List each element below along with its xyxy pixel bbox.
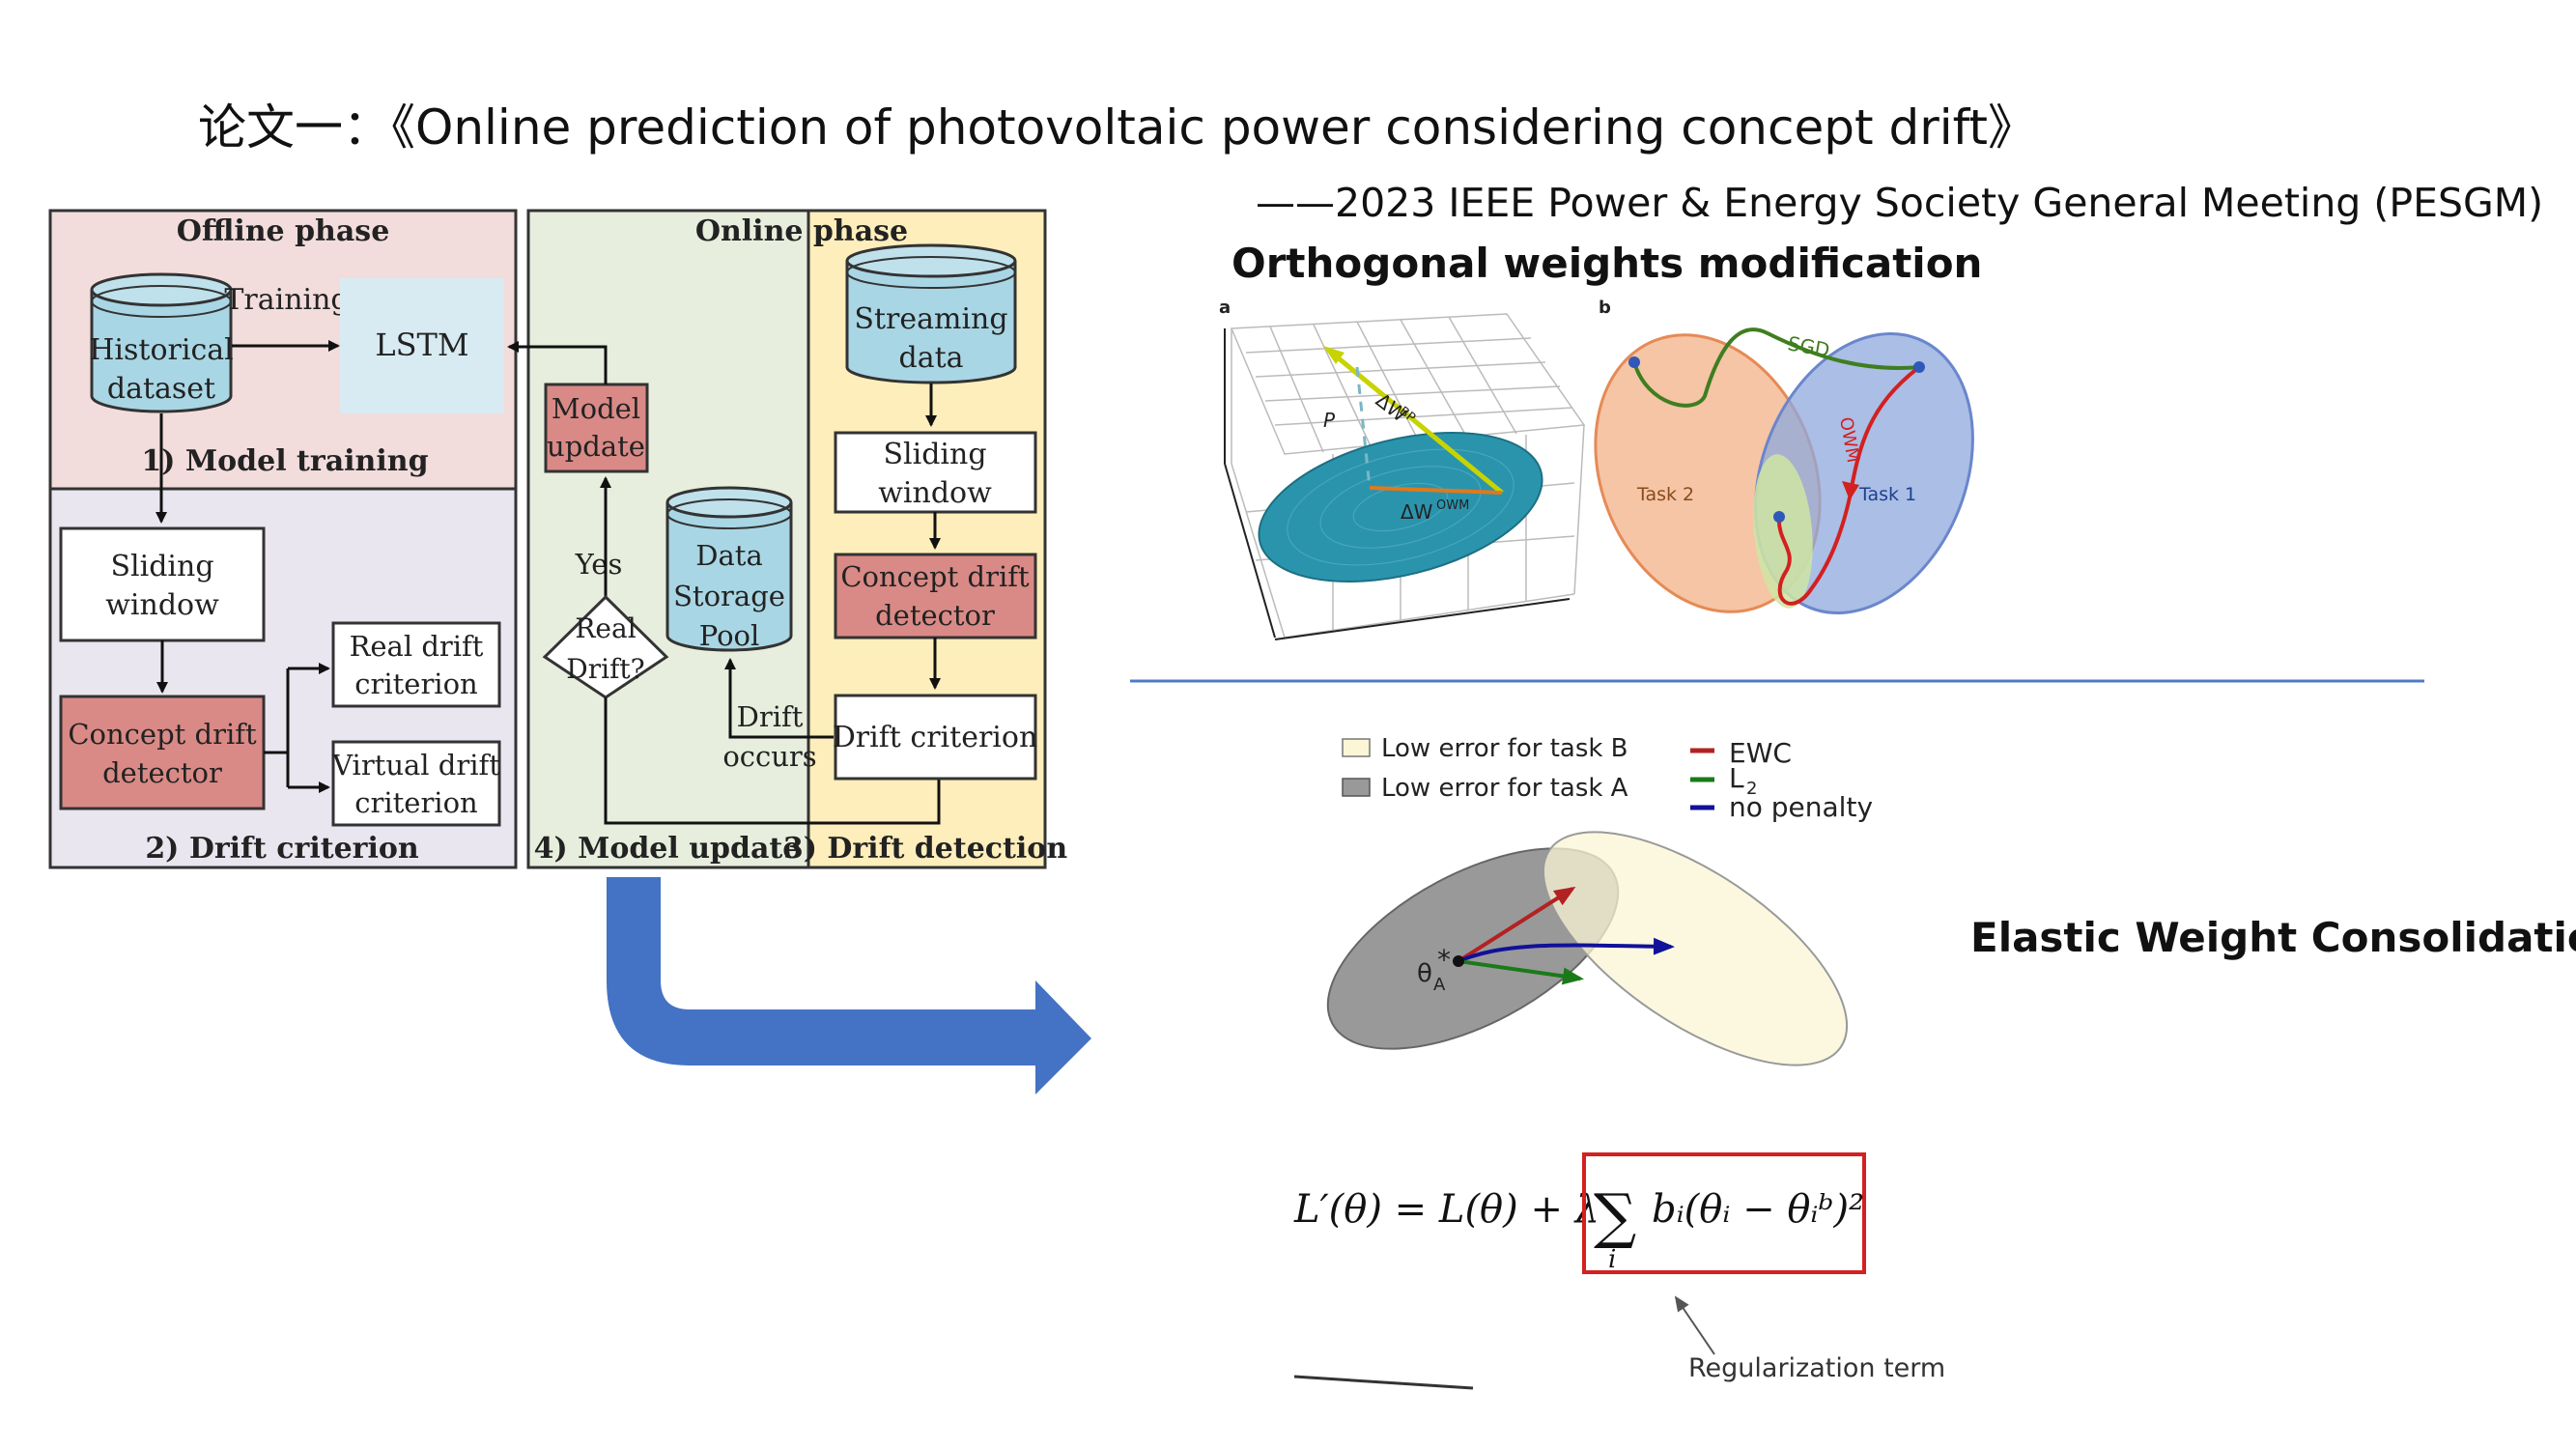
real-drift-line2: Drift?	[566, 653, 644, 685]
real-drift-line1: Real	[575, 612, 636, 644]
streaming-data-line1: Streaming	[854, 302, 1007, 336]
p-label: P	[1323, 409, 1336, 432]
historical-dataset-label-line1: Historical	[89, 333, 234, 367]
theta-a-label: θ	[1417, 959, 1432, 988]
yes-label: Yes	[575, 548, 623, 581]
formula-sum: ∑	[1594, 1180, 1636, 1251]
legend-a-label: Low error for task A	[1381, 774, 1628, 803]
task2-label: Task 2	[1636, 484, 1694, 505]
drift-criterion-section-label: 2) Drift criterion	[145, 832, 419, 866]
ewc-figure: Low error for task B Low error for task …	[1326, 734, 1873, 1066]
annotation-arrow	[1674, 1295, 1715, 1355]
drift-flowchart: Offline phase Online phase Historical da…	[48, 209, 1067, 869]
owm-figure: a b	[1219, 298, 1974, 640]
theta-a-star: *	[1437, 944, 1451, 976]
drift-criterion-box	[834, 694, 1037, 781]
regularization-annotation: Regularization term	[1688, 1353, 1945, 1383]
online-phase-label: Online phase	[695, 214, 908, 248]
concept-drift-detector-left-line1: Concept drift	[68, 718, 257, 751]
sliding-window-right-box	[834, 431, 1037, 514]
regularization-box	[1582, 1152, 1866, 1274]
sliding-window-right-line2: window	[878, 476, 992, 510]
real-drift-criterion-line2: criterion	[354, 668, 477, 700]
ewc-legend-label: EWC	[1729, 737, 1792, 769]
training-label: Training	[224, 283, 349, 317]
virtual-drift-criterion-box	[331, 740, 501, 827]
no-penalty-legend-label: no penalty	[1729, 791, 1873, 823]
virtual-drift-criterion-line2: criterion	[354, 786, 477, 819]
drift-occurs-line2: occurs	[722, 740, 816, 773]
concept-drift-detector-right-box	[834, 553, 1037, 639]
concept-drift-detector-left-line2: detector	[102, 756, 222, 789]
drift-criterion-box-label: Drift criterion	[833, 721, 1038, 754]
formula-lhs: L′(θ) = L(θ) + λ	[1293, 1187, 1599, 1232]
concept-drift-detector-right-line1: Concept drift	[840, 560, 1030, 593]
legend-a-swatch	[1342, 778, 1371, 797]
model-update-box	[544, 383, 649, 473]
data-storage-pool-line1: Data	[695, 539, 762, 572]
owm-heading: Orthogonal weights modification	[1231, 240, 1983, 287]
task-b-region	[1542, 831, 1849, 1066]
delta-w-owm-label: ΔW	[1401, 500, 1433, 524]
task1-label: Task 1	[1858, 484, 1916, 505]
overlap-region	[1753, 454, 1813, 609]
real-drift-criterion-box	[331, 621, 501, 708]
model-update-box-line1: Model	[552, 392, 640, 425]
streaming-data-line2: data	[898, 341, 963, 375]
ewc-formula: L′(θ) = L(θ) + λ ∑ i bᵢ(θᵢ − θᵢᵇ)² Regul…	[1293, 1152, 1945, 1390]
delta-w-owm-sub: OWM	[1436, 498, 1469, 513]
model-update-box-line2: update	[547, 430, 645, 463]
concept-drift-detector-right-line2: detector	[875, 599, 995, 632]
historical-dataset-label-line2: dataset	[107, 372, 215, 406]
streaming-data-cylinder: Streaming data	[845, 243, 1017, 384]
drift-detection-section-label: 3) Drift detection	[783, 832, 1067, 866]
no-penalty-arrow	[1458, 937, 1675, 963]
model-update-section-label: 4) Model update	[534, 832, 802, 866]
formula-underline-fragment	[1293, 1375, 1474, 1390]
panel-a-label: a	[1219, 298, 1231, 318]
theta-a-point	[1453, 955, 1464, 967]
legend-b-swatch	[1342, 738, 1371, 757]
l2-legend-sub: 2	[1746, 779, 1757, 799]
paper-venue: ——2023 IEEE Power & Energy Society Gener…	[1256, 180, 2544, 226]
concept-drift-detector-left-box	[59, 695, 266, 810]
sliding-window-left-line2: window	[105, 588, 219, 622]
panel-b-label: b	[1599, 298, 1611, 318]
transition-arrow	[607, 877, 1091, 1094]
ewc-arrow	[1457, 886, 1576, 963]
l2-legend-label: L	[1729, 762, 1744, 794]
delta-w-owm-vector	[1369, 486, 1503, 495]
data-storage-pool-cylinder: Data Storage Pool	[665, 486, 793, 652]
real-drift-criterion-line1: Real drift	[350, 630, 484, 663]
ewc-heading: Elastic Weight Consolidation	[1970, 914, 2576, 961]
data-storage-pool-line2: Storage	[673, 580, 785, 612]
sgd-path	[1632, 327, 1920, 408]
model-training-label: 1) Model training	[141, 444, 428, 478]
offline-phase-label: Offline phase	[177, 214, 390, 248]
owm-path	[1776, 365, 1921, 606]
formula-sum-index: i	[1608, 1245, 1616, 1274]
theta-a-sub: A	[1433, 975, 1446, 995]
historical-dataset-cylinder: Historical dataset	[89, 272, 234, 413]
legend-b-label: Low error for task B	[1381, 734, 1628, 763]
formula-term: bᵢ(θᵢ − θᵢᵇ)²	[1652, 1187, 1864, 1232]
drift-occurs-line1: Drift	[737, 700, 804, 733]
sliding-window-left-line1: Sliding	[110, 550, 213, 583]
sliding-window-left-box	[59, 526, 266, 642]
lstm-label: LSTM	[375, 327, 468, 363]
sliding-window-right-line1: Sliding	[883, 438, 986, 471]
lstm-box	[340, 278, 504, 413]
virtual-drift-criterion-line1: Virtual drift	[331, 749, 500, 781]
page-title: 论文一：《Online prediction of photovoltaic p…	[198, 99, 2037, 156]
data-storage-pool-line3: Pool	[699, 619, 760, 652]
l2-arrow	[1458, 959, 1584, 985]
sgd-label: SGD	[1786, 331, 1831, 361]
panel-a-axes	[1224, 328, 1571, 640]
